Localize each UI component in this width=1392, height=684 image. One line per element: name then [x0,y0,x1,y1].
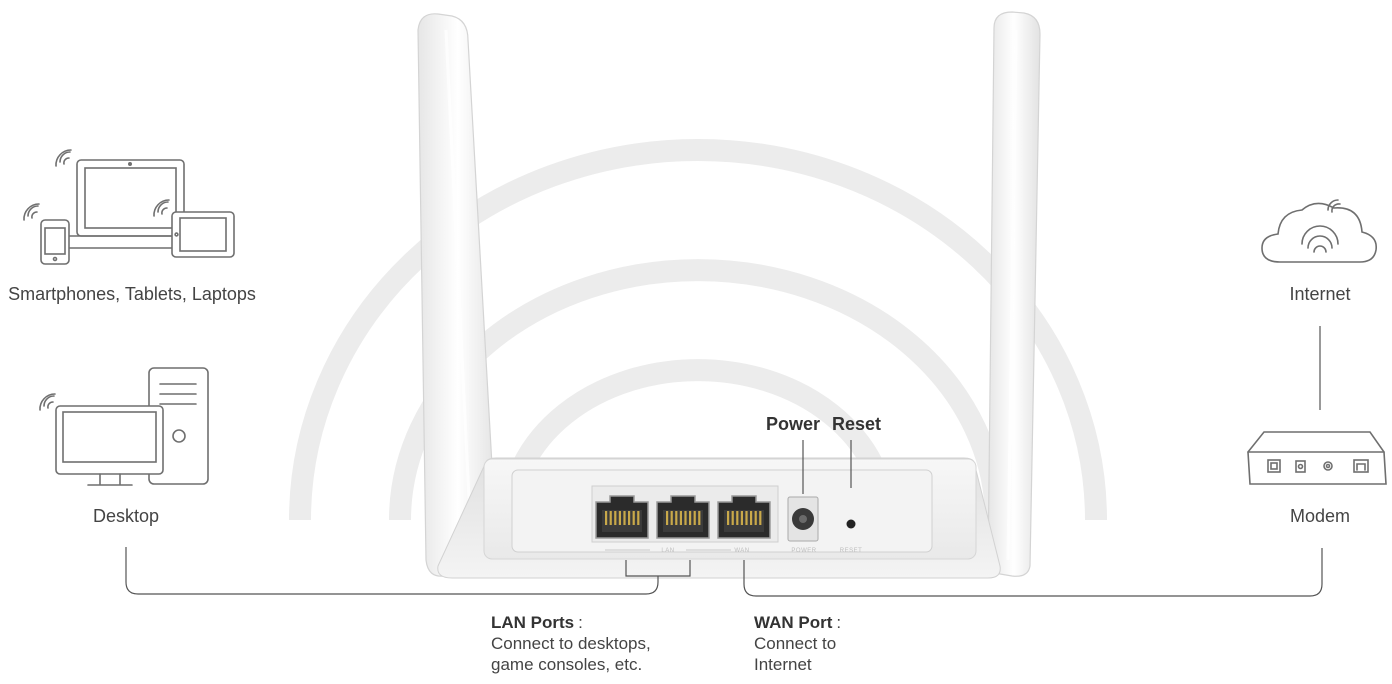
internet-label: Internet [1289,284,1351,304]
wan-callout: WAN Port: Connect to Internet [754,612,841,675]
colon: : [578,613,583,632]
lan-desc-line2: game consoles, etc. [491,655,643,674]
lan-desc-line1: Connect to desktops, [491,634,651,653]
signal-arc-inner [499,359,897,521]
wifi-icon [153,199,170,217]
lan-port-2[interactable] [656,495,710,539]
tablet-icon [171,211,235,258]
mobile-devices-icon [23,149,235,265]
modem-icon [1247,431,1387,485]
right-antenna [987,11,1041,577]
wifi-icon [1327,199,1341,213]
wifi-icon [55,149,72,167]
smartphone-icon [40,219,70,265]
reset-button[interactable] [846,519,856,529]
colon: : [836,613,842,632]
reset-label: Reset [832,414,882,434]
ethernet-ports [595,495,771,539]
lan-port-1[interactable] [595,495,649,539]
desktop-label: Desktop [92,506,160,526]
power-label: Power [766,414,821,434]
wifi-icon [39,393,56,411]
wan-title: WAN Port [754,613,833,632]
wan-print-label: WAN [734,548,749,554]
lan-bracket [625,560,691,577]
wifi-icon [23,203,40,221]
wan-desc-line2: Internet [754,655,812,674]
laptop-icon [76,159,185,237]
modem-label: Modem [1289,506,1351,526]
power-jack[interactable] [787,496,819,542]
wifi-icon [1301,225,1339,253]
mobile-devices-label: Smartphones, Tablets, Laptops [8,284,256,304]
power-print-label: POWER [791,548,816,554]
signal-arc-outer [289,139,1107,521]
lan-title: LAN Ports [491,613,575,632]
reset-print-label: RESET [840,548,863,554]
lan-connection-line [125,547,659,595]
left-antenna [417,13,499,577]
lan-print-label: LAN [661,548,674,554]
leader-lines [125,326,1323,597]
monitor-icon [55,405,164,475]
lan-callout: LAN Ports: Connect to desktops, game con… [491,612,651,675]
desktop-icon [39,367,209,486]
cloud-icon [1261,199,1378,263]
wan-port[interactable] [717,495,771,539]
wan-desc-line1: Connect to [754,634,837,653]
wan-connection-line [743,548,1323,597]
